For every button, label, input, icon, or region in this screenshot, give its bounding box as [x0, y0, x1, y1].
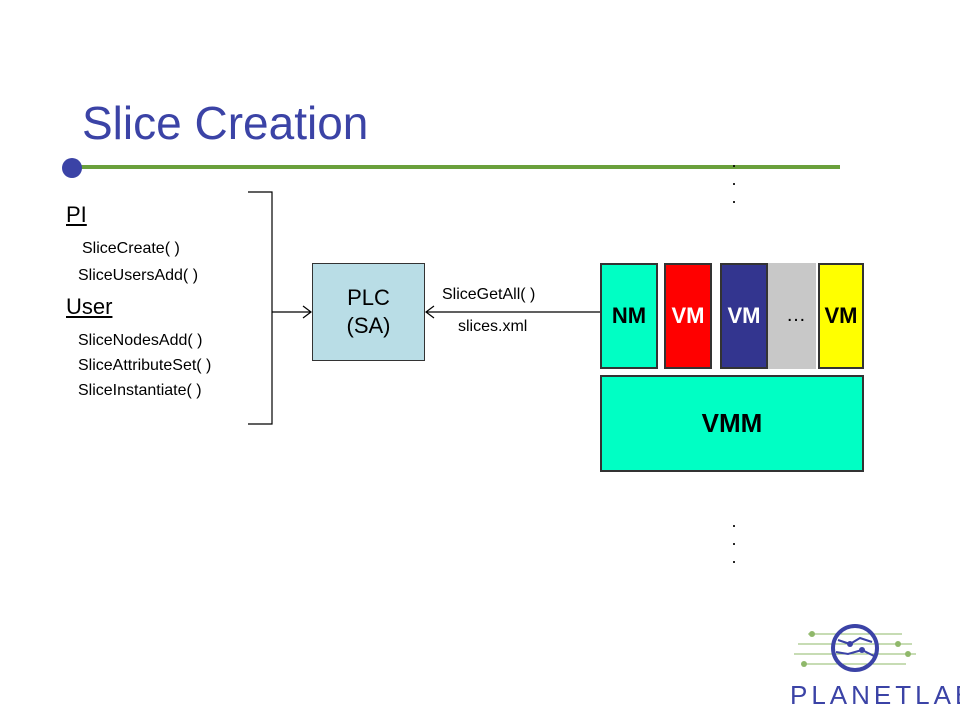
plc-label: PLC [347, 285, 390, 310]
user-call-sliceattributeset: SliceAttributeSet( ) [78, 357, 212, 374]
user-role-label: User [66, 294, 113, 319]
vmm-box: VMM [600, 375, 864, 472]
more-nodes-dots-above: . . . [731, 151, 737, 207]
slicegetall-label: SliceGetAll( ) [442, 286, 536, 303]
node-to-plc-arrowhead [425, 305, 435, 319]
title-bullet-dot [62, 158, 82, 178]
plc-sa-label: (SA) [346, 313, 391, 338]
planetlab-logo-text: PLANETLAB [790, 680, 960, 710]
slices-xml-label: slices.xml [458, 318, 528, 335]
calls-bracket [248, 191, 273, 425]
slide-title: Slice Creation [82, 97, 369, 149]
pi-role-label: PI [66, 202, 87, 227]
user-call-slicenodesadd: SliceNodesAdd( ) [78, 332, 203, 349]
more-nodes-dots-below: . . . [731, 511, 737, 567]
vm-box-red: VM [664, 263, 712, 369]
vm-box-blue: VM [720, 263, 768, 369]
vm-ellipsis: … [786, 304, 806, 326]
nm-box: NM [600, 263, 658, 369]
pi-call-slicecreate: SliceCreate( ) [82, 240, 180, 257]
bracket-to-plc-arrowhead [302, 305, 312, 319]
title-underline [72, 165, 840, 169]
plc-box: PLC (SA) [312, 263, 425, 361]
user-call-sliceinstantiate: SliceInstantiate( ) [78, 382, 202, 399]
pi-call-sliceusersadd: SliceUsersAdd( ) [78, 267, 199, 284]
planetlab-globe-icon [794, 624, 916, 672]
vm-placeholder-gray [768, 263, 816, 369]
vm-box-yellow: VM [818, 263, 864, 369]
